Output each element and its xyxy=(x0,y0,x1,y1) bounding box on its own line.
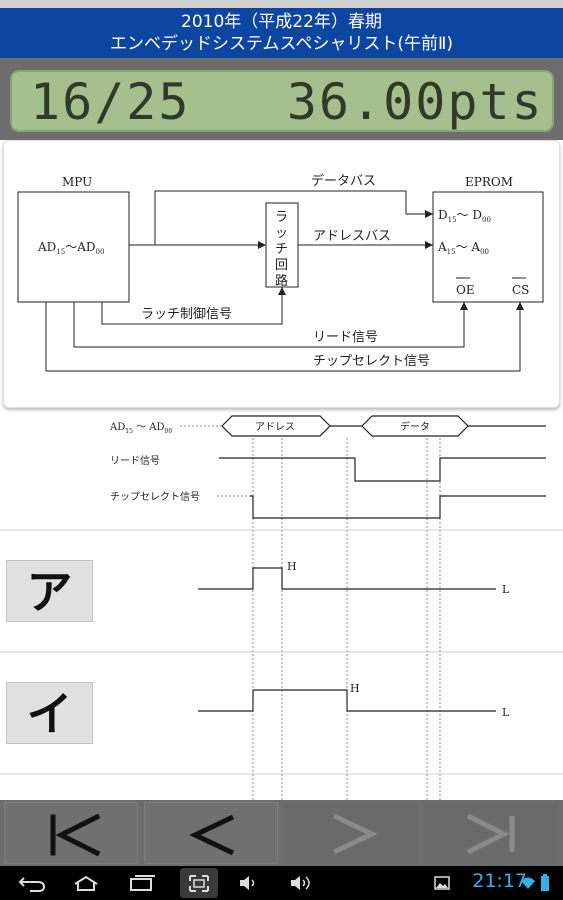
data-bus-label: データバス xyxy=(311,173,376,189)
score-display: 16/25 36.00pts xyxy=(10,70,554,132)
volume-up-icon[interactable] xyxy=(288,875,314,891)
svg-text:ラ: ラ xyxy=(275,210,288,225)
svg-text:回: 回 xyxy=(275,258,288,273)
oe-pin-label: OE xyxy=(456,283,475,297)
mpu-label: MPU xyxy=(62,175,92,189)
address-phase-label: アドレス xyxy=(255,422,295,433)
eprom-box xyxy=(432,191,544,303)
cs-pin-label: CS xyxy=(512,283,529,297)
last-question-button[interactable] xyxy=(424,802,558,864)
address-bus-label: アドレスバス xyxy=(313,229,391,244)
answer-a-button[interactable]: ア xyxy=(6,560,93,622)
previous-question-button[interactable] xyxy=(144,802,278,864)
skip-first-icon xyxy=(50,813,101,857)
svg-text:AD15～AD00: AD15～AD00 xyxy=(37,240,104,256)
svg-text:AD15 ～ AD00: AD15 ～ AD00 xyxy=(109,422,172,435)
first-question-button[interactable] xyxy=(4,802,138,864)
exam-title-line1: 2010年（平成22年）春期 xyxy=(181,12,382,32)
exam-title-line2: エンベデッドシステムスペシャリスト(午前Ⅱ) xyxy=(110,34,453,54)
navigation-bar xyxy=(0,800,563,866)
battery-icon xyxy=(541,874,549,891)
answer-i-high: H xyxy=(350,682,360,695)
points-value: 36.00pts xyxy=(286,73,544,131)
circuit-diagram: MPU EPROM AD15～AD00 D15～ D00 A15～ A00 OE… xyxy=(17,173,544,372)
timing-read-label: リード信号 xyxy=(110,455,160,467)
top-edge xyxy=(0,0,563,8)
read-signal-label: リード信号 xyxy=(313,330,378,345)
skip-last-icon xyxy=(466,813,515,855)
svg-text:A15～ A00: A15～ A00 xyxy=(437,240,489,256)
data-phase-label: データ xyxy=(400,420,430,433)
wifi-icon xyxy=(521,877,535,889)
svg-text:ッ: ッ xyxy=(275,226,288,241)
eprom-label: EPROM xyxy=(465,175,513,189)
gallery-notification-icon xyxy=(434,876,450,890)
question-progress: 16/25 xyxy=(30,73,191,131)
volume-down-icon[interactable] xyxy=(237,875,261,891)
question-content[interactable]: MPU EPROM AD15～AD00 D15～ D00 A15～ A00 OE… xyxy=(0,140,563,800)
answer-a-low: L xyxy=(502,583,510,596)
answer-i-button[interactable]: イ xyxy=(6,682,93,744)
svg-text:D15～ D00: D15～ D00 xyxy=(438,208,491,224)
svg-text:チ: チ xyxy=(275,242,288,257)
clock: 21:17 xyxy=(472,870,527,892)
chip-select-label: チップセレクト信号 xyxy=(313,354,430,369)
home-icon[interactable] xyxy=(72,874,100,892)
title-bar: 2010年（平成22年）春期 エンベデッドシステムスペシャリスト(午前Ⅱ) xyxy=(0,8,563,58)
latch-control-label: ラッチ制御信号 xyxy=(141,307,232,322)
circuit-diagram-panel: MPU EPROM AD15～AD00 D15～ D00 A15～ A00 OE… xyxy=(3,140,560,408)
recent-apps-icon[interactable] xyxy=(128,874,156,892)
next-question-button[interactable] xyxy=(284,802,418,864)
timing-chart: AD15 ～ AD00 アドレス データ リード信号 チップセレクト信号 H L… xyxy=(0,415,563,800)
answer-a-high: H xyxy=(287,560,297,573)
back-icon[interactable] xyxy=(18,874,46,892)
screenshot-button[interactable] xyxy=(180,868,218,898)
timing-cs-label: チップセレクト信号 xyxy=(110,491,200,503)
answer-i-low: L xyxy=(502,706,510,719)
screenshot-icon xyxy=(189,875,209,892)
chevron-left-icon xyxy=(189,814,235,856)
chevron-right-icon xyxy=(332,813,378,855)
system-bar: 21:17 xyxy=(0,866,563,900)
svg-text:路: 路 xyxy=(275,273,288,289)
